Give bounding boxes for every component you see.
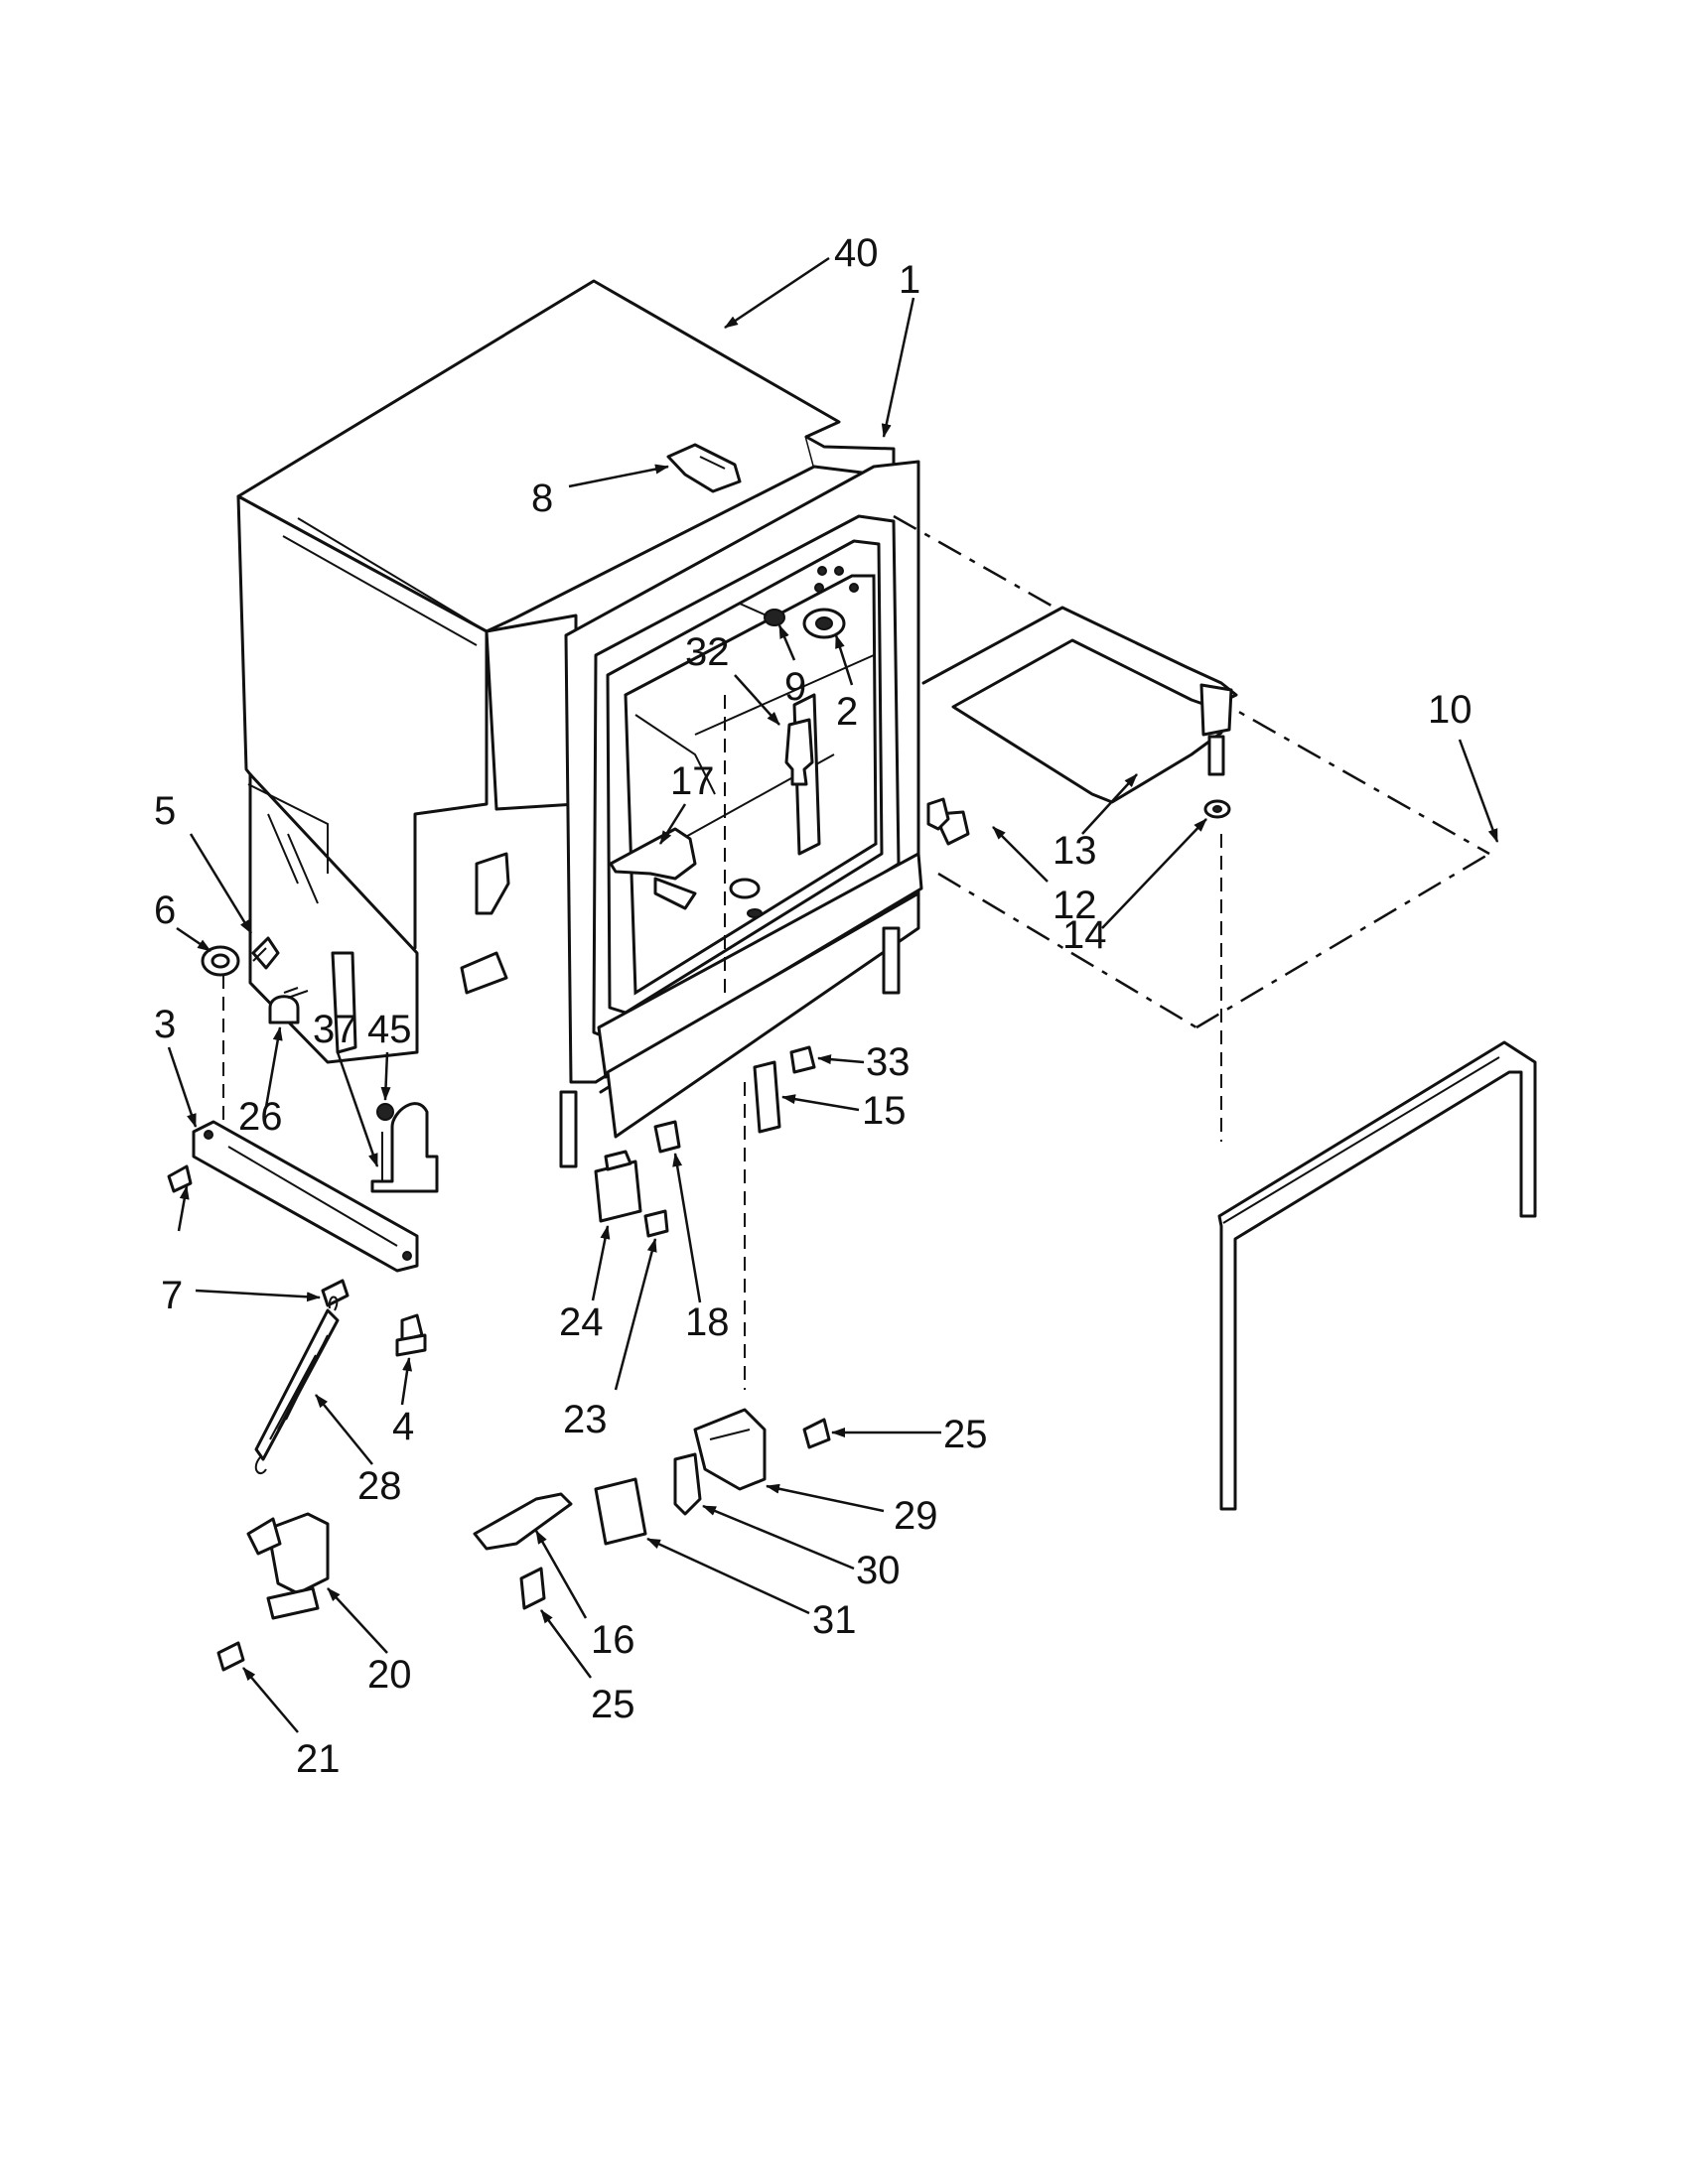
callout-23: 23	[563, 1398, 608, 1441]
callout-32: 32	[685, 630, 730, 674]
callout-24: 24	[559, 1300, 604, 1344]
callout-3: 3	[154, 1003, 176, 1046]
callout-labels: 40 1 8 32 9 2 10 13 12 14 5 6 17 3 45 37…	[154, 231, 1473, 1781]
callout-33: 33	[866, 1040, 911, 1084]
callout-18: 18	[685, 1300, 730, 1344]
callout-14: 14	[1062, 913, 1107, 957]
callout-2: 2	[836, 690, 858, 734]
callout-10: 10	[1428, 688, 1473, 732]
callout-9: 9	[784, 665, 806, 709]
callout-1: 1	[899, 258, 920, 302]
callout-7-upper: 7	[161, 1274, 183, 1317]
callout-6: 6	[154, 888, 176, 932]
dashed-guide-lines	[222, 514, 1490, 1390]
support-frame	[1217, 1040, 1537, 1511]
callout-5: 5	[154, 789, 176, 833]
callout-26: 26	[238, 1095, 283, 1139]
callout-40: 40	[834, 231, 879, 275]
callout-12: 12	[1052, 884, 1097, 927]
tub-assembly	[236, 279, 970, 1168]
callout-8: 8	[531, 477, 553, 520]
callout-29: 29	[894, 1494, 938, 1538]
callout-30: 30	[856, 1549, 901, 1592]
callout-37: 37	[313, 1008, 357, 1051]
leader-lines	[167, 256, 1499, 1733]
callout-25-lower: 25	[591, 1683, 635, 1726]
callout-25-upper: 25	[943, 1413, 988, 1456]
small-parts	[167, 443, 1231, 1672]
callout-20: 20	[367, 1653, 412, 1697]
callout-21: 21	[296, 1737, 341, 1781]
callout-45: 45	[367, 1008, 412, 1051]
callout-4: 4	[392, 1405, 414, 1448]
callout-15: 15	[862, 1089, 907, 1133]
callout-13: 13	[1052, 829, 1097, 873]
callout-16: 16	[591, 1618, 635, 1662]
callout-28: 28	[357, 1464, 402, 1508]
callout-31: 31	[812, 1598, 857, 1642]
heating-element	[921, 606, 1238, 804]
callout-17: 17	[670, 759, 715, 803]
